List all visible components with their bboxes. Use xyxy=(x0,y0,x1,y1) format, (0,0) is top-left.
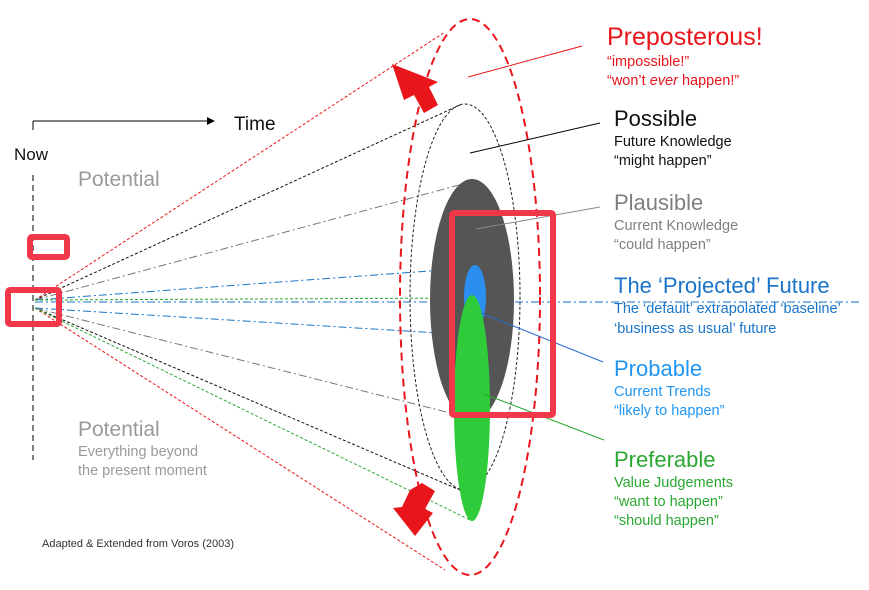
preposterous-ellipse xyxy=(399,18,541,576)
now-highlight-small xyxy=(27,234,70,260)
preferable-line1: Value Judgements xyxy=(614,475,734,491)
potential-top-label: Potential xyxy=(78,168,160,191)
preposterous-line1: “impossible!” xyxy=(607,54,690,70)
preferable-line3: “should happen” xyxy=(614,513,719,529)
now-label: Now xyxy=(14,145,49,164)
expand-down-arrow xyxy=(393,483,435,536)
projected-title: The ‘Projected’ Future xyxy=(614,273,830,298)
expand-up-arrow xyxy=(392,64,438,113)
plausible-line1: Current Knowledge xyxy=(614,218,739,234)
preposterous-leader xyxy=(467,45,583,78)
possible-line2: “might happen” xyxy=(614,153,712,169)
preposterous-title: Preposterous! xyxy=(607,23,763,51)
plausible-line2: “could happen” xyxy=(614,237,711,253)
potential-bottom-line2: the present moment xyxy=(78,463,207,479)
probable-leader xyxy=(480,312,604,363)
probable-line2: “likely to happen” xyxy=(614,403,725,419)
projected-line1: The ‘default’ extrapolated ‘baseline’ xyxy=(614,301,841,317)
plausible-leader xyxy=(475,206,601,230)
time-label: Time xyxy=(234,114,276,135)
projected-line2: ‘business as usual’ future xyxy=(614,321,777,337)
possible-leader xyxy=(469,122,601,154)
preferable-ellipse xyxy=(454,295,490,521)
potential-bottom-title: Potential xyxy=(78,418,160,441)
plausible-rays xyxy=(34,181,471,419)
now-highlight xyxy=(5,287,62,327)
preferable-title: Preferable xyxy=(614,447,716,472)
preferable-rays xyxy=(34,297,471,521)
credit-note: Adapted & Extended from Voros (2003) xyxy=(42,538,235,550)
plausible-title: Plausible xyxy=(614,190,704,215)
possible-title: Possible xyxy=(614,106,698,131)
probable-line1: Current Trends xyxy=(614,384,711,400)
probable-title: Probable xyxy=(614,356,703,381)
possible-line1: Future Knowledge xyxy=(614,134,732,150)
preferable-line2: “want to happen” xyxy=(614,494,723,510)
preposterous-line2: “won’t ever happen!” xyxy=(607,73,740,89)
possible-rays xyxy=(34,104,461,491)
preposterous-rays xyxy=(34,31,446,571)
potential-bottom-line1: Everything beyond xyxy=(78,444,199,460)
plausible-highlight xyxy=(449,210,556,418)
